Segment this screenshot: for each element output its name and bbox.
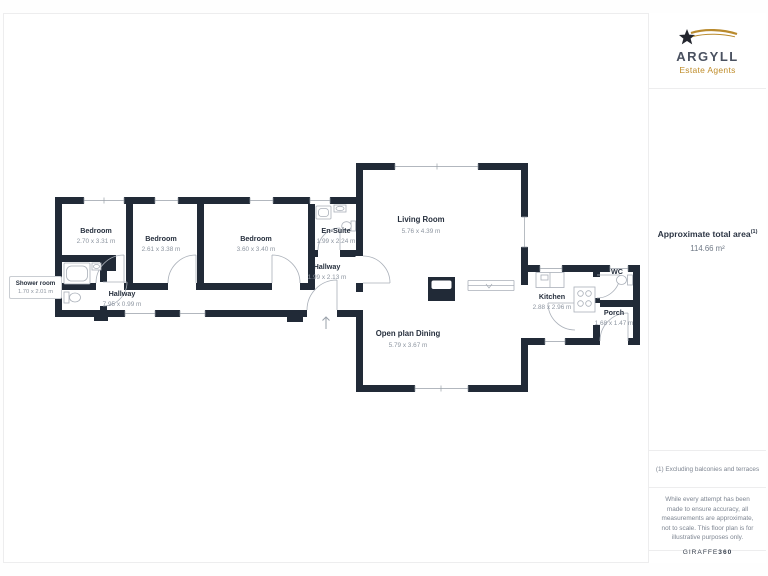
entrance-arrow-icon [322,316,330,329]
room-dims-bedroom-2: 2.61 x 3.38 m [142,246,181,253]
room-label-living-room: Living Room [397,215,444,224]
room-label-dining: Open plan Dining [376,329,441,338]
door-openings [96,249,628,346]
room-dims-porch: 1.68 x 1.47 m [595,320,634,327]
room-label-bedroom-3: Bedroom [240,234,272,243]
room-label-hallway-1: Hallway [109,289,136,298]
room-label-bedroom-2: Bedroom [145,234,177,243]
sidebar: ARGYLL Estate Agents Approximate total a… [648,13,766,563]
room-dims-bedroom-1: 2.70 x 3.31 m [77,238,116,245]
room-dims-bedroom-3: 3.60 x 3.40 m [237,246,276,253]
room-dims-hallway-1: 7.95 x 0.99 m [103,301,142,308]
room-dims-kitchen: 2.88 x 2.96 m [533,304,572,311]
area-footnote: (1) Excluding balconies and terraces [649,450,766,487]
room-label-shower-room: Shower room [15,280,56,287]
area-title-text: Approximate total area [657,229,751,239]
agency-logo: ARGYLL Estate Agents [649,13,766,89]
brand-name: ARGYLL [676,49,739,64]
room-label-kitchen: Kitchen [539,292,565,301]
brand-tagline: Estate Agents [679,65,736,75]
windows [83,163,629,392]
room-label-ensuite: En-Suite [321,226,350,235]
total-area-block: Approximate total area(1) 114.66 m² [649,229,766,253]
disclaimer-block: While every attempt has been made to ens… [649,487,766,556]
room-dims-ensuite: 1.99 x 2.24 m [317,238,356,245]
giraffe-text: GIRAFFE [682,549,719,557]
giraffe-360-text: 360 [718,549,733,557]
area-title: Approximate total area(1) [649,229,766,239]
star-swoosh-icon [678,29,737,45]
room-label-hallway-2: Hallway [314,262,341,271]
door-arcs [95,227,629,342]
toilet-icon [63,291,70,304]
room-label-bedroom-1: Bedroom [80,226,112,235]
room-label-wc: WC [611,267,623,276]
shower-room-callout: Shower room 1.70 x 2.01 m [9,276,62,299]
hob-icon [573,286,596,313]
toilet-icon [627,274,633,286]
steps-icon [467,280,515,291]
disclaimer-text: While every attempt has been made to ens… [661,496,754,542]
room-dims-hallway-2: 1.99 x 2.13 m [308,274,347,281]
room-label-porch: Porch [604,308,624,317]
room-dims-shower-room: 1.70 x 2.01 m [17,289,54,295]
area-value: 114.66 m² [690,244,725,253]
fixtures [63,204,633,313]
area-superscript: (1) [750,229,758,236]
room-labels: Bedroom 2.70 x 3.31 m Bedroom 2.61 x 3.3… [77,215,634,349]
room-dims-living-room: 5.76 x 4.39 m [402,228,441,235]
giraffe360-watermark: GIRAFFE360 [657,548,758,558]
room-dims-dining: 5.79 x 3.67 m [389,342,428,349]
